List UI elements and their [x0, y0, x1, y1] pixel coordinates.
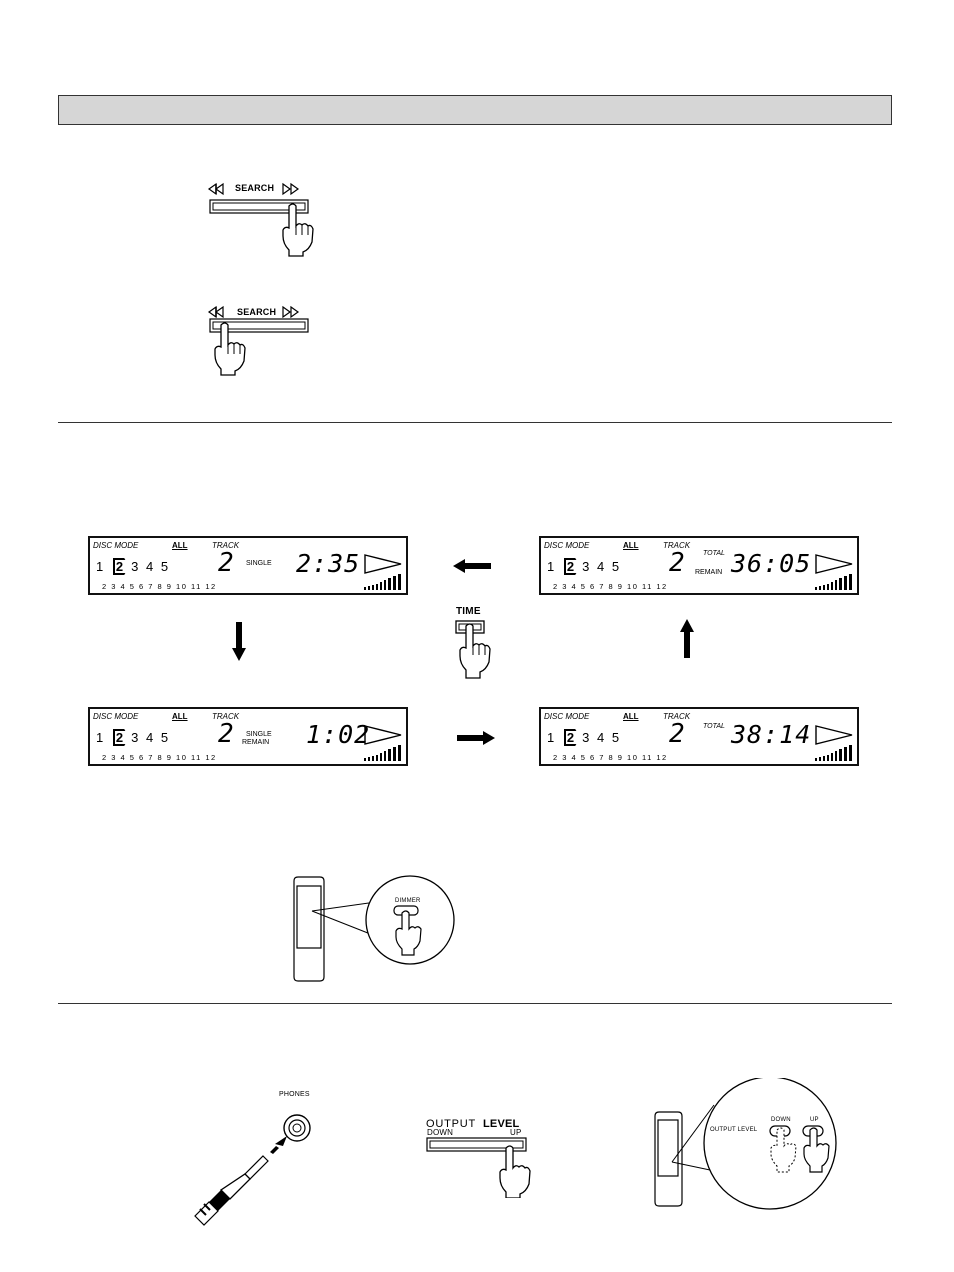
- track-label: TRACK: [212, 541, 240, 550]
- pressing-hand-icon: [499, 1145, 531, 1198]
- track-calendar: 2 3 4 5 6 7 8 9 10 11 12: [553, 753, 668, 762]
- output-level-title-b: LEVEL: [483, 1118, 520, 1130]
- mode-line-1: SINGLE: [246, 560, 272, 567]
- track-label: TRACK: [663, 541, 691, 550]
- headphone-plug-icon: [194, 1155, 269, 1226]
- search-label: SEARCH: [235, 183, 275, 193]
- time-readout: 2:35: [296, 549, 361, 578]
- track-calendar: 2 3 4 5 6 7 8 9 10 11 12: [102, 582, 217, 591]
- section-divider: [58, 1003, 892, 1004]
- disc-mode-label: DISC MODE: [544, 712, 590, 721]
- play-and-level-icon: [364, 554, 402, 590]
- all-label: ALL: [623, 712, 639, 721]
- remote-down-label: DOWN: [771, 1117, 791, 1123]
- time-readout: 36:05: [731, 549, 812, 578]
- output-level-panel: OUTPUT LEVEL DOWN UP: [426, 1118, 536, 1198]
- disc-mode-label: DISC MODE: [93, 541, 139, 550]
- play-and-level-icon: [815, 554, 853, 590]
- zoom-circle: [703, 1078, 837, 1210]
- track-number: 2: [218, 719, 234, 749]
- track-number: 2: [669, 548, 685, 578]
- disc-mode-label: DISC MODE: [544, 541, 590, 550]
- output-level-down-label: DOWN: [427, 1128, 454, 1137]
- track-label: TRACK: [663, 712, 691, 721]
- dimmer-remote-illustration: DIMMER: [290, 875, 460, 985]
- output-level-up-label: UP: [510, 1128, 522, 1137]
- track-number: 2: [669, 719, 685, 749]
- play-and-level-icon: [815, 725, 853, 761]
- track-calendar: 2 3 4 5 6 7 8 9 10 11 12: [102, 753, 217, 762]
- output-level-title-a: OUTPUT: [426, 1118, 477, 1130]
- arrow-left-icon: [453, 559, 491, 573]
- arrow-up-right-icon: [270, 1136, 287, 1154]
- current-disc-indicator: 2: [563, 558, 581, 575]
- section-divider: [58, 422, 892, 423]
- section-header-bar: [58, 95, 892, 125]
- play-and-level-icon: [364, 725, 402, 761]
- mode-line-2: REMAIN: [695, 569, 723, 576]
- mode-line-1: SINGLE: [246, 731, 272, 738]
- dimmer-button-label: DIMMER: [395, 898, 421, 904]
- pressing-hand-icon: [770, 1127, 797, 1173]
- search-label: SEARCH: [237, 307, 277, 317]
- mode-line-2: REMAIN: [242, 739, 270, 746]
- remote-up-label: UP: [810, 1117, 819, 1123]
- arrow-up-icon: [680, 619, 694, 658]
- search-panel-forward: SEARCH: [205, 180, 315, 260]
- mode-line-1: TOTAL: [703, 550, 725, 557]
- current-disc-indicator: 2: [112, 558, 130, 575]
- time-readout: 38:14: [731, 720, 812, 749]
- phones-jack-illustration: PHONES: [190, 1088, 325, 1228]
- remote-output-level-label: OUTPUT LEVEL: [710, 1127, 758, 1133]
- pressing-hand-icon: [459, 623, 491, 679]
- time-readout: 1:02: [306, 720, 371, 749]
- disc-mode-label: DISC MODE: [93, 712, 139, 721]
- output-level-remote-illustration: OUTPUT LEVEL DOWN UP: [650, 1078, 840, 1218]
- pressing-hand-icon: [282, 203, 314, 257]
- search-buttons-illustration: [207, 305, 309, 333]
- current-disc-indicator: 2: [112, 729, 130, 746]
- all-label: ALL: [172, 541, 188, 550]
- pressing-hand-icon: [395, 910, 422, 956]
- track-number: 2: [218, 548, 234, 578]
- time-button-label: TIME: [456, 606, 481, 617]
- remote-control-icon: [293, 876, 325, 982]
- arrow-right-icon: [457, 731, 495, 745]
- phones-label: PHONES: [279, 1091, 310, 1098]
- zoom-circle: [365, 875, 455, 965]
- all-label: ALL: [623, 541, 639, 550]
- track-label: TRACK: [212, 712, 240, 721]
- arrow-down-icon: [232, 622, 246, 661]
- mode-line-1: TOTAL: [703, 723, 725, 730]
- current-disc-indicator: 2: [563, 729, 581, 746]
- phones-socket-icon: [283, 1114, 311, 1142]
- all-label: ALL: [172, 712, 188, 721]
- time-button-illustration: TIME: [452, 606, 502, 686]
- pressing-hand-icon: [214, 322, 246, 376]
- search-buttons-illustration: [207, 182, 309, 214]
- pressing-hand-icon: [803, 1127, 830, 1173]
- search-panel-backward: SEARCH: [205, 303, 315, 383]
- remote-control-icon: [654, 1111, 683, 1207]
- track-calendar: 2 3 4 5 6 7 8 9 10 11 12: [553, 582, 668, 591]
